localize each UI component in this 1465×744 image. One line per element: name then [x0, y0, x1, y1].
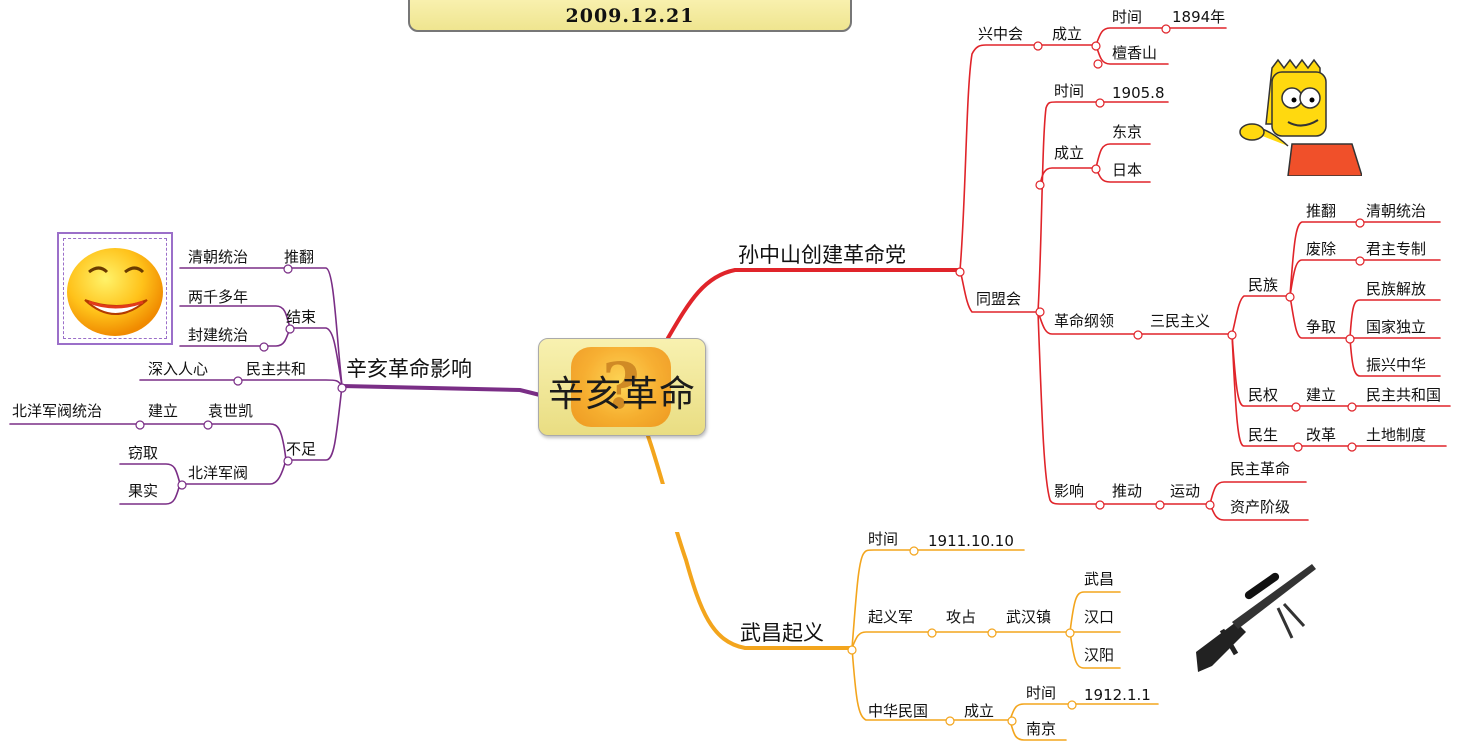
node-zh-date[interactable]: 1912.1.1 [1084, 686, 1151, 704]
node-l-beiyangtongzhi[interactable]: 北洋军阀统治 [12, 402, 103, 420]
node-tongmenghui[interactable]: 同盟会 [976, 290, 1022, 308]
node-zh-chengli[interactable]: 成立 [964, 702, 995, 720]
smiley-face-icon [67, 248, 163, 336]
node-l-liangqian[interactable]: 两千多年 [188, 288, 249, 306]
node-tudi[interactable]: 土地制度 [1366, 426, 1427, 444]
node-sanmin[interactable]: 三民主义 [1150, 312, 1211, 330]
node-l-qiequ[interactable]: 窃取 [128, 444, 159, 462]
date-banner: 2009.12.21 [408, 0, 852, 32]
node-l-jieshu[interactable]: 结束 [286, 308, 317, 326]
node-hankou[interactable]: 汉口 [1084, 608, 1115, 626]
purple-node-circles [135, 264, 347, 490]
node-gongzhan[interactable]: 攻占 [946, 608, 977, 626]
node-mq-jianli[interactable]: 建立 [1306, 386, 1337, 404]
node-tuidong[interactable]: 推动 [1112, 482, 1143, 500]
topic-sun-party[interactable]: 孙中山创建革命党 [738, 243, 906, 267]
node-xzh-shijian[interactable]: 时间 [1112, 8, 1143, 26]
node-minquan[interactable]: 民权 [1248, 386, 1279, 404]
node-l-qingchao[interactable]: 清朝统治 [188, 248, 249, 266]
node-xzh-place[interactable]: 檀香山 [1112, 44, 1158, 62]
node-wc-shijian[interactable]: 时间 [868, 530, 899, 548]
date-text: 2009.12.21 [565, 5, 695, 27]
topic-influence[interactable]: 辛亥革命影响 [346, 357, 472, 381]
node-zhonghuaminguo[interactable]: 中华民国 [868, 702, 929, 720]
node-guojia[interactable]: 国家独立 [1366, 318, 1427, 336]
node-l-yuan[interactable]: 袁世凯 [208, 402, 254, 420]
node-l-minzhugonghe[interactable]: 民主共和 [246, 360, 307, 378]
topic-wuchang[interactable]: 武昌起义 [740, 621, 824, 645]
node-l-buzu[interactable]: 不足 [286, 440, 317, 458]
branch-purple-main [340, 384, 542, 397]
node-minsheng[interactable]: 民生 [1248, 426, 1279, 444]
node-l-shenru[interactable]: 深入人心 [148, 360, 209, 378]
node-l-jianli[interactable]: 建立 [148, 402, 179, 420]
orange-node-circles [847, 546, 1077, 726]
node-zichan[interactable]: 资产阶级 [1230, 498, 1291, 516]
node-wuhan[interactable]: 武汉镇 [1006, 608, 1052, 626]
branch-orange-main [646, 434, 854, 650]
node-hanyang[interactable]: 汉阳 [1084, 646, 1115, 664]
node-tmh-shijian[interactable]: 时间 [1054, 82, 1085, 100]
node-wc-date[interactable]: 1911.10.10 [928, 532, 1014, 550]
node-gangling[interactable]: 革命纲领 [1054, 312, 1115, 330]
node-xingzhonghui[interactable]: 兴中会 [978, 25, 1024, 43]
node-gaige[interactable]: 改革 [1306, 426, 1337, 444]
node-tmh-tokyo[interactable]: 东京 [1112, 123, 1143, 141]
node-qingchao[interactable]: 清朝统治 [1366, 202, 1427, 220]
node-l-tuifan[interactable]: 推翻 [284, 248, 315, 266]
node-feichu[interactable]: 废除 [1306, 240, 1337, 258]
node-zh-shijian[interactable]: 时间 [1026, 684, 1057, 702]
node-tmh-chengli[interactable]: 成立 [1054, 144, 1085, 162]
node-junzhu[interactable]: 君主专制 [1366, 240, 1427, 258]
node-l-guoshi[interactable]: 果实 [128, 482, 159, 500]
node-xzh-year[interactable]: 1894年 [1172, 8, 1226, 26]
central-topic-title: 辛亥革命 [547, 374, 696, 415]
node-minzujiefang[interactable]: 民族解放 [1366, 280, 1427, 298]
cartoon-character-icon [1239, 58, 1362, 176]
node-yundong[interactable]: 运动 [1170, 482, 1201, 500]
node-qiyijun[interactable]: 起义军 [868, 608, 914, 626]
node-tmh-date[interactable]: 1905.8 [1112, 84, 1165, 102]
smiley-image [57, 232, 173, 345]
node-zhengqu[interactable]: 争取 [1306, 318, 1337, 336]
node-tuifan[interactable]: 推翻 [1306, 202, 1337, 220]
node-nanjing[interactable]: 南京 [1026, 720, 1057, 738]
central-topic[interactable]: ? 辛亥革命 [538, 338, 706, 436]
question-mark-icon: ? [571, 347, 671, 427]
purple-tree [9, 267, 343, 505]
node-tmh-japan[interactable]: 日本 [1112, 161, 1143, 179]
node-wuchang-city[interactable]: 武昌 [1084, 570, 1115, 588]
rifle-icon [1196, 564, 1316, 672]
red-node-circles [955, 24, 1365, 510]
node-l-fengjian[interactable]: 封建统治 [188, 326, 249, 344]
node-minzhugeming[interactable]: 民主革命 [1230, 460, 1291, 478]
node-l-beiyang[interactable]: 北洋军阀 [188, 464, 249, 482]
node-minzu[interactable]: 民族 [1248, 276, 1279, 294]
node-xzh-chengli[interactable]: 成立 [1052, 25, 1083, 43]
branch-gap [540, 484, 740, 532]
node-zhenxing[interactable]: 振兴中华 [1366, 356, 1427, 374]
branch-red-main [666, 268, 962, 340]
node-yingxiang[interactable]: 影响 [1054, 482, 1085, 500]
node-gongheguo[interactable]: 民主共和国 [1366, 386, 1442, 404]
red-tree [959, 27, 1451, 521]
